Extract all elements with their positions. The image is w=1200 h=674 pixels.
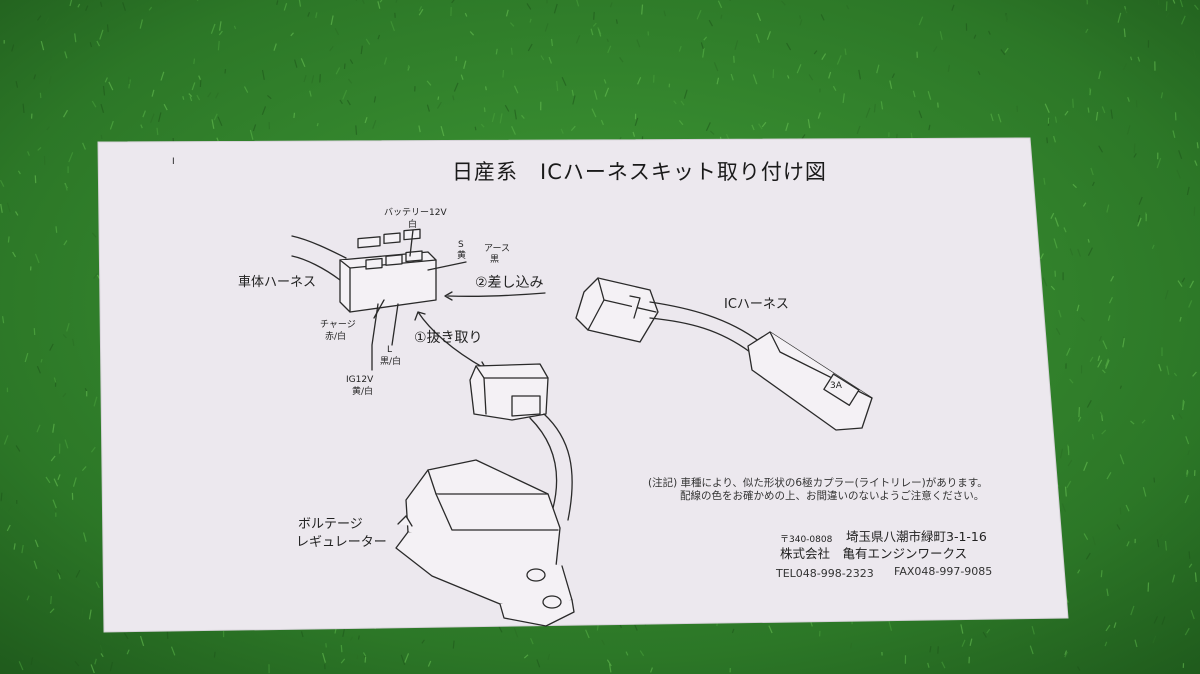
label-l-color: 黒/白 — [380, 357, 402, 367]
regulator-cable — [529, 413, 573, 521]
label-step-insert: ②差し込み — [475, 275, 544, 291]
ic-harness-connector — [575, 277, 659, 343]
battery-leader — [409, 229, 414, 257]
body-harness-connector — [339, 228, 437, 313]
insert-arrow-head — [444, 291, 453, 301]
label-battery: バッテリー12V — [384, 208, 447, 218]
label-charge-color: 赤/白 — [325, 332, 347, 342]
regulator-coupler — [469, 363, 549, 421]
ig-leader — [371, 303, 379, 371]
label-s-color: 黄 — [457, 251, 467, 261]
l-leader — [391, 303, 399, 346]
address-company: 株式会社 亀有エンジンワークス — [780, 546, 968, 561]
label-earth: アース — [484, 244, 511, 254]
label-s-terminal: S — [458, 240, 464, 250]
address-postal: 〒340-0808 — [780, 535, 833, 545]
label-ic-harness: ICハーネス — [724, 297, 789, 312]
page-title: 日産系 ICハーネスキット取り付け図 — [452, 160, 827, 184]
label-ig: IG12V — [346, 375, 374, 385]
label-regulator-line2: レギュレーター — [296, 535, 387, 550]
remove-arrow-tail — [414, 311, 426, 321]
address-fax: FAX048-997-9085 — [894, 565, 993, 578]
s-leader — [427, 261, 467, 271]
label-l-terminal: L — [387, 345, 393, 355]
label-charge: チャージ — [320, 320, 356, 330]
address-location: 埼玉県八潮市緑町3-1-16 — [846, 529, 987, 544]
page-mark: I — [172, 157, 175, 167]
label-ig-color: 黄/白 — [352, 387, 374, 397]
label-step-remove: ①抜き取り — [414, 330, 483, 346]
address-tel: TEL048-998-2323 — [776, 567, 874, 580]
label-regulator-line1: ボルテージ — [298, 517, 363, 532]
ic-harness-module — [747, 331, 873, 431]
note-line1: (注記) 車種により、似た形状の6極カプラー(ライトリレー)があります。 — [648, 477, 988, 489]
label-earth-color: 黒 — [490, 255, 500, 265]
body-harness-cable — [291, 235, 347, 281]
charge-leader — [373, 299, 385, 319]
insert-arrow — [447, 292, 546, 297]
label-battery-color: 白 — [408, 220, 418, 230]
label-fuse: 3A — [830, 381, 842, 391]
ic-harness-cable — [649, 301, 761, 353]
remove-arrow — [417, 311, 485, 369]
label-body-harness: 車体ハーネス — [238, 275, 317, 290]
voltage-regulator — [395, 459, 575, 627]
note-line2: 配線の色をお確かめの上、お間違いのないようご注意ください。 — [680, 490, 985, 502]
